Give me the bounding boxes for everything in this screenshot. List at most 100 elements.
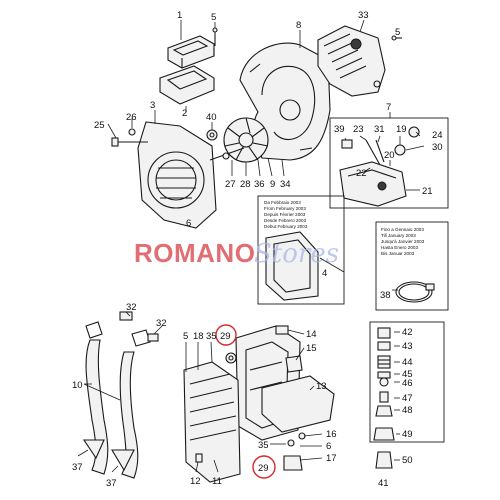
- pin-part: [195, 453, 203, 463]
- callout-35b: 35: [258, 440, 269, 451]
- watermark-text-secondary: Stores: [254, 239, 339, 269]
- vibration-mount-stack: [373, 327, 395, 469]
- callout-29a: 29: [220, 331, 231, 342]
- engine-support-plate: [261, 375, 335, 433]
- callout-4: 4: [322, 268, 327, 279]
- fuel-filter: [341, 126, 420, 166]
- strap-buckle: [119, 311, 159, 342]
- note-line: Bis Januar 2003: [381, 251, 415, 256]
- clamp-box: [375, 221, 449, 311]
- callout-25: 25: [94, 120, 105, 131]
- callout-20: 20: [384, 150, 395, 161]
- callout-30: 30: [432, 142, 443, 153]
- callout-6b: 6: [326, 441, 331, 452]
- callout-32a: 32: [126, 302, 137, 313]
- leader-lines: [77, 19, 425, 473]
- nut-part: [128, 128, 136, 136]
- callout-46: 46: [402, 378, 413, 389]
- note-line: Fino a Gennaio 2003: [381, 227, 424, 232]
- callout-8: 8: [296, 20, 301, 31]
- note-line: Till January 2003: [381, 233, 416, 238]
- callout-22: 22: [356, 168, 367, 179]
- note-line: Da Febbraio 2003: [264, 200, 301, 205]
- callout-39: 39: [334, 124, 345, 135]
- tank-assembly-box: [329, 117, 449, 209]
- highlight-ring: [215, 324, 237, 346]
- note-line: Desde Febrero 2003: [264, 218, 307, 223]
- callout-28: 28: [240, 179, 251, 190]
- callout-31: 31: [374, 124, 385, 135]
- handle-part: [167, 35, 215, 69]
- cover-shroud: [317, 25, 386, 97]
- callout-17: 17: [326, 453, 337, 464]
- callout-49: 49: [402, 429, 413, 440]
- callout-1: 1: [177, 10, 182, 21]
- gasket-box: [257, 195, 345, 305]
- note-line: Debut February 2003: [264, 224, 308, 229]
- callout-45: 45: [402, 369, 413, 380]
- engine-housing: [137, 121, 217, 229]
- callout-16: 16: [326, 429, 337, 440]
- grommet-part: [225, 352, 237, 364]
- callout-33: 33: [358, 10, 369, 21]
- shoulder-strap-right: [111, 329, 151, 479]
- callout-5b: 5: [395, 27, 400, 38]
- callout-43: 43: [402, 341, 413, 352]
- gasket-part: [159, 65, 215, 105]
- callout-40: 40: [206, 112, 217, 123]
- callout-labels: 1 5 8 33 5 2 3 25 26 40 7 39 23 31 19 24…: [72, 10, 443, 489]
- note-line: Depuis Février 2003: [264, 212, 306, 217]
- callout-5c: 5: [183, 331, 188, 342]
- callout-14: 14: [306, 329, 317, 340]
- callout-42: 42: [402, 327, 413, 338]
- callout-3: 3: [150, 100, 155, 111]
- callout-2: 2: [182, 108, 187, 119]
- callout-15: 15: [306, 343, 317, 354]
- highlight-ring: [252, 455, 276, 479]
- callout-26: 26: [126, 112, 137, 123]
- callout-37a: 37: [72, 462, 83, 473]
- watermark-text-primary: ROMANO: [134, 238, 255, 268]
- fuel-tank: [339, 161, 407, 207]
- callout-5: 5: [211, 12, 216, 23]
- date-note-from: Da Febbraio 2003 From February 2003 Depu…: [264, 200, 308, 229]
- callout-41: 41: [378, 478, 389, 489]
- callout-12: 12: [190, 476, 201, 487]
- callout-7: 7: [386, 102, 391, 113]
- callout-21: 21: [422, 186, 433, 197]
- callout-35: 35: [206, 331, 217, 342]
- callout-47: 47: [402, 393, 413, 404]
- callout-32b: 32: [156, 318, 167, 329]
- callout-37b: 37: [106, 478, 117, 489]
- callout-19: 19: [396, 124, 407, 135]
- callout-10: 10: [72, 380, 83, 391]
- callout-50: 50: [402, 455, 413, 466]
- note-line: Jusqu'à Janvier 2003: [381, 239, 425, 244]
- fan-wheel: [223, 117, 269, 163]
- screw-part: [212, 27, 218, 46]
- callout-38: 38: [380, 290, 391, 301]
- watermark: ROMANO Stores: [134, 238, 339, 269]
- frame-gasket: [265, 231, 319, 301]
- callout-13: 13: [316, 381, 327, 392]
- hose-clamp: [395, 281, 435, 303]
- back-pad: [183, 361, 241, 483]
- date-note-till: Fino a Gennaio 2003 Till January 2003 Ju…: [381, 227, 425, 256]
- vibration-mount-box: [369, 321, 445, 443]
- washer-part: [206, 129, 218, 141]
- callout-18: 18: [193, 331, 204, 342]
- callout-27: 27: [225, 179, 236, 190]
- callout-11: 11: [212, 476, 222, 487]
- rubber-mount: [275, 325, 303, 373]
- callout-29b: 29: [258, 463, 269, 474]
- callout-9: 9: [270, 179, 275, 190]
- note-line: Hasta Enero 2003: [381, 245, 418, 250]
- bolt-part: [111, 137, 148, 147]
- bottom-grommet: [283, 432, 306, 471]
- note-line: From February 2003: [264, 206, 306, 211]
- shoulder-strap-left: [82, 321, 109, 475]
- callout-44: 44: [402, 357, 413, 368]
- callout-36: 36: [254, 179, 265, 190]
- callout-6: 6: [186, 218, 191, 229]
